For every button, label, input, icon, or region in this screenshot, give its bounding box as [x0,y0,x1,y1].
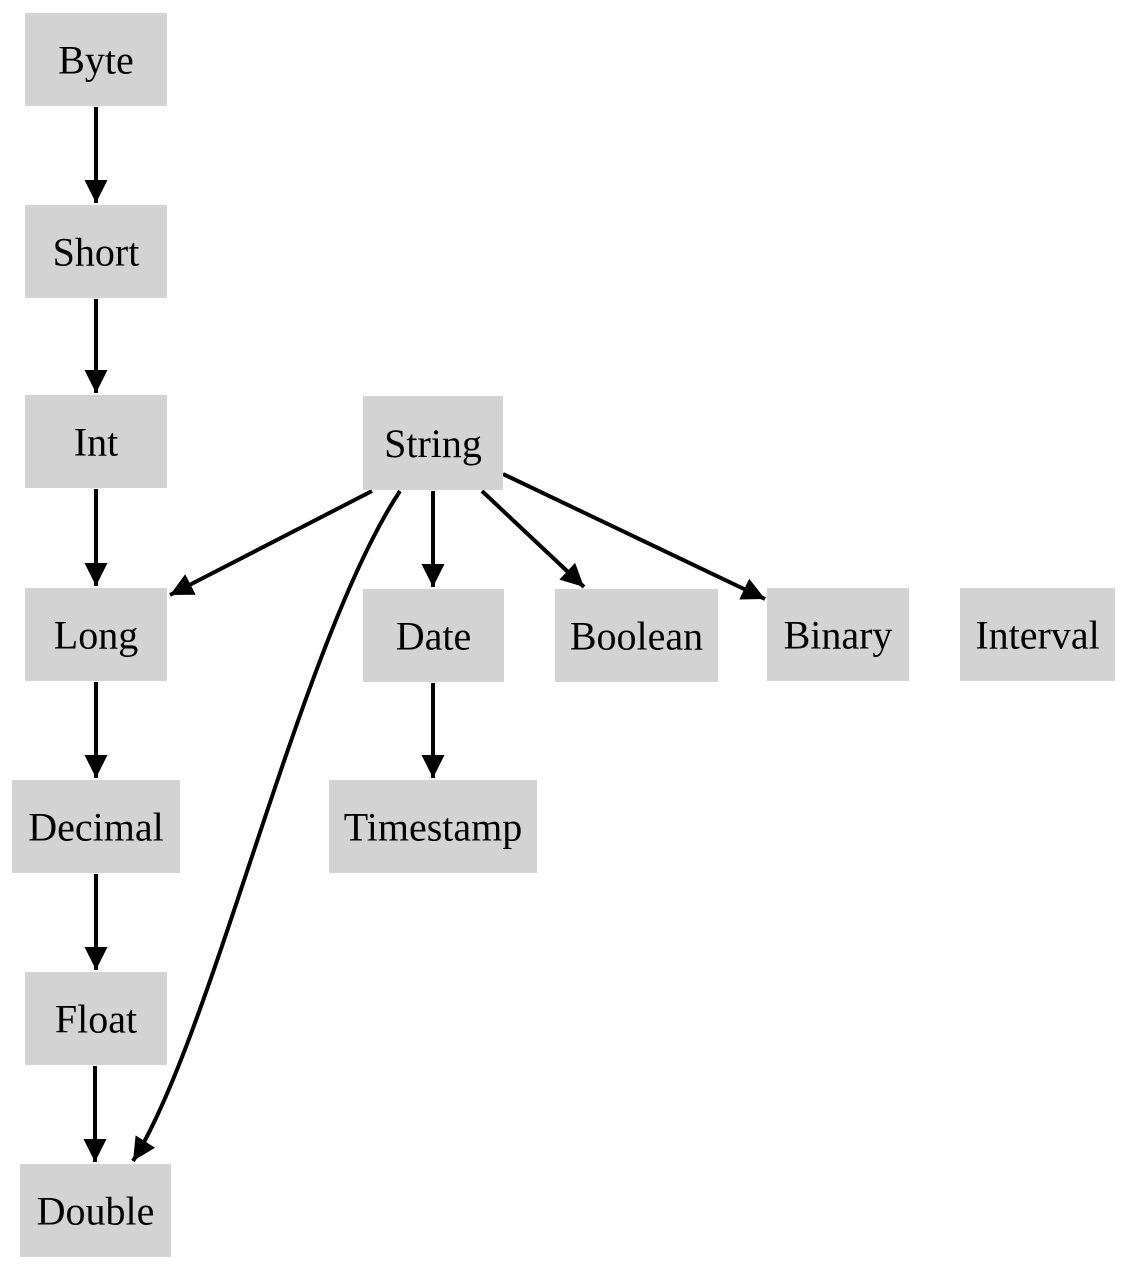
node-boolean: Boolean [555,589,718,682]
node-string-label: String [384,421,482,466]
node-string: String [363,396,503,490]
node-long-box [25,588,167,681]
node-interval-box [960,588,1115,681]
node-binary-label: Binary [784,613,893,658]
edge-string-to-binary [502,472,766,601]
node-date-label: Date [396,614,472,659]
node-date: Date [363,589,504,682]
node-boolean-box [555,589,718,682]
node-interval-label: Interval [975,613,1099,658]
node-double: Double [20,1164,171,1257]
node-binary-box [767,588,909,681]
node-float-label: Float [55,997,137,1042]
node-short-box [25,205,167,298]
node-decimal-label: Decimal [28,805,164,850]
node-short-label: Short [53,230,140,275]
node-int-label: Int [74,420,118,465]
node-short: Short [25,205,167,298]
node-date-box [363,589,504,682]
node-string-box [363,396,503,490]
node-int: Int [25,395,167,488]
node-long-label: Long [54,613,138,658]
node-float: Float [25,972,167,1065]
edges-layer [83,107,766,1163]
edge-string-to-double [131,489,402,1163]
edge-string-to-long [169,489,373,597]
node-double-label: Double [37,1189,155,1234]
node-int-box [25,395,167,488]
node-interval: Interval [960,588,1115,681]
node-timestamp-box [329,780,537,873]
node-byte-label: Byte [58,38,134,83]
node-timestamp: Timestamp [329,780,537,873]
node-long: Long [25,588,167,681]
node-boolean-label: Boolean [570,614,703,659]
node-byte-box [25,13,167,106]
node-timestamp-label: Timestamp [344,805,523,850]
node-decimal: Decimal [12,780,180,873]
edge-string-to-boolean [480,489,586,589]
node-binary: Binary [767,588,909,681]
node-float-box [25,972,167,1065]
node-decimal-box [12,780,180,873]
node-byte: Byte [25,13,167,106]
node-double-box [20,1164,171,1257]
